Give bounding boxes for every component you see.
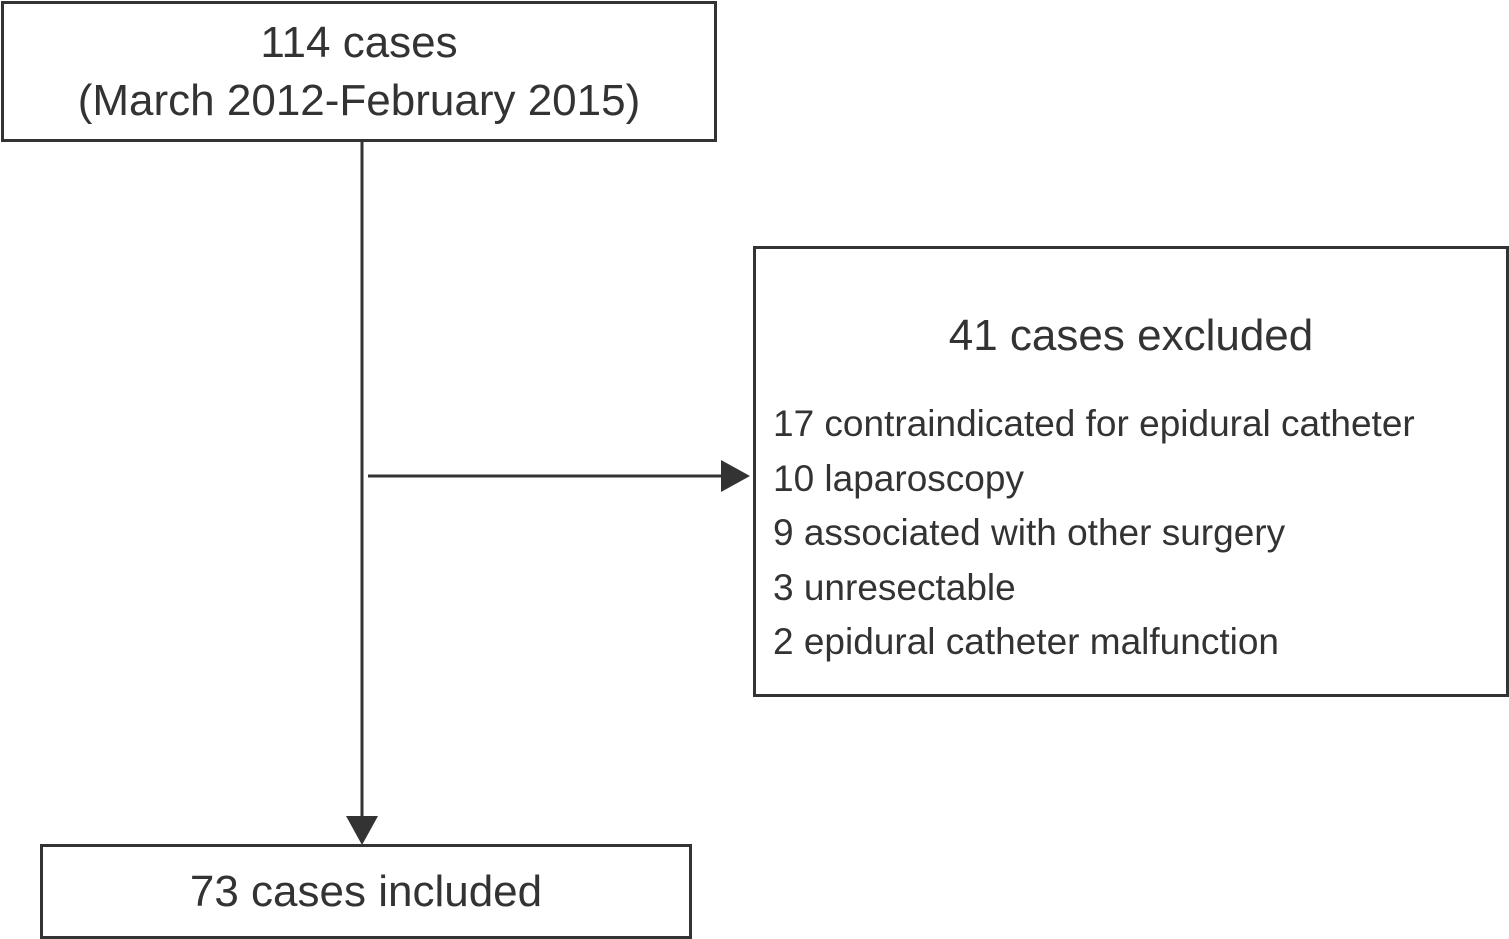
- date-range-label: (March 2012-February 2015): [77, 75, 641, 125]
- exclusion-reason: 3 unresectable: [773, 566, 1016, 608]
- included-cases-label: 73 cases included: [189, 866, 543, 916]
- main-flow-arrowhead: [346, 816, 378, 845]
- excluded-cases-title: 41 cases excluded: [948, 311, 1314, 360]
- total-cases-box: 114 cases (March 2012-February 2015): [1, 1, 717, 142]
- exclusion-branch-arrowhead: [721, 460, 750, 492]
- exclusion-reason: 9 associated with other surgery: [773, 512, 1286, 553]
- total-cases-label: 114 cases: [260, 17, 458, 67]
- exclusion-reasons-list: 17 contraindicated for epidural catheter…: [773, 397, 1415, 670]
- exclusion-reason: 10 laparoscopy: [773, 457, 1024, 499]
- excluded-cases-box: 41 cases excluded 17 contraindicated for…: [753, 246, 1509, 697]
- exclusion-reason: 2 epidural catheter malfunction: [773, 621, 1279, 662]
- exclusion-reason: 17 contraindicated for epidural catheter: [773, 403, 1415, 444]
- included-cases-box: 73 cases included: [40, 844, 692, 939]
